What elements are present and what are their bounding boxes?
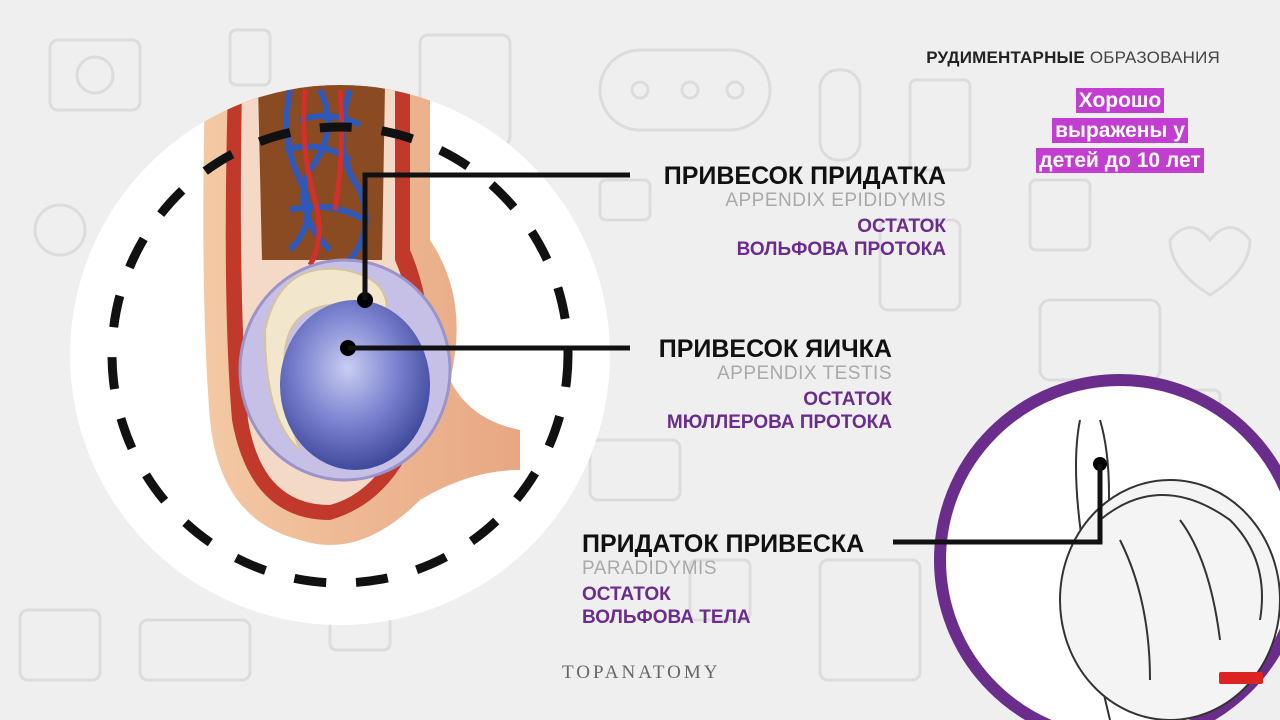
label-desc-line: ОСТАТОК — [803, 389, 892, 410]
leader-line-paradidymis — [893, 464, 1103, 545]
slide-title-light: ОБРАЗОВАНИЯ — [1089, 48, 1220, 67]
label-appendix-epididymis: ПРИВЕСОК ПРИДАТКА APPENDIX EPIDIDYMIS ОС… — [600, 162, 946, 261]
dashed-highlight-ring — [107, 122, 573, 588]
label-lat: APPENDIX EPIDIDYMIS — [725, 190, 946, 211]
slide-title-bold: РУДИМЕНТАРНЫЕ — [926, 48, 1085, 67]
brand-logo: TOPANATOMY — [562, 662, 721, 683]
label-desc: ОСТАТОК ВОЛЬФОВА ТЕЛА — [582, 583, 902, 629]
label-lat: APPENDIX TESTIS — [716, 363, 892, 384]
label-ru: ПРИВЕСОК ЯИЧКА — [658, 335, 892, 363]
highlight-note: Хорошо выражены у детей до 10 лет — [1010, 86, 1230, 176]
label-desc-line: ОСТАТОК — [582, 584, 671, 605]
testis-sketch — [1059, 419, 1280, 720]
leader-lines — [348, 172, 630, 351]
leader-line-appendix-epididymis — [362, 172, 630, 300]
note-line-3: детей до 10 лет — [1036, 148, 1204, 173]
label-lat: PARADIDYMIS — [582, 558, 718, 579]
note-line-1: Хорошо — [1075, 88, 1165, 113]
note-line-2: выражены у — [1052, 118, 1188, 143]
label-ru: ПРИДАТОК ПРИВЕСКА — [582, 530, 865, 558]
label-paradidymis: ПРИДАТОК ПРИВЕСКА PARADIDYMIS ОСТАТОК ВО… — [582, 530, 902, 629]
label-desc: ОСТАТОК ВОЛЬФОВА ПРОТОКА — [600, 215, 946, 261]
subscribe-badge-icon[interactable] — [1219, 672, 1263, 684]
scrotal-section-illustration — [203, 85, 521, 545]
label-desc-line: МЮЛЛЕРОВА ПРОТОКА — [666, 412, 892, 433]
label-desc-line: ВОЛЬФОВА ТЕЛА — [582, 607, 751, 628]
label-desc-line: ОСТАТОК — [857, 216, 946, 237]
label-desc: ОСТАТОК МЮЛЛЕРОВА ПРОТОКА — [600, 388, 892, 434]
label-desc-line: ВОЛЬФОВА ПРОТОКА — [736, 239, 946, 260]
label-appendix-testis: ПРИВЕСОК ЯИЧКА APPENDIX TESTIS ОСТАТОК М… — [600, 335, 892, 434]
label-ru: ПРИВЕСОК ПРИДАТКА — [663, 162, 946, 190]
slide-title: РУДИМЕНТАРНЫЕ ОБРАЗОВАНИЯ — [926, 48, 1220, 68]
